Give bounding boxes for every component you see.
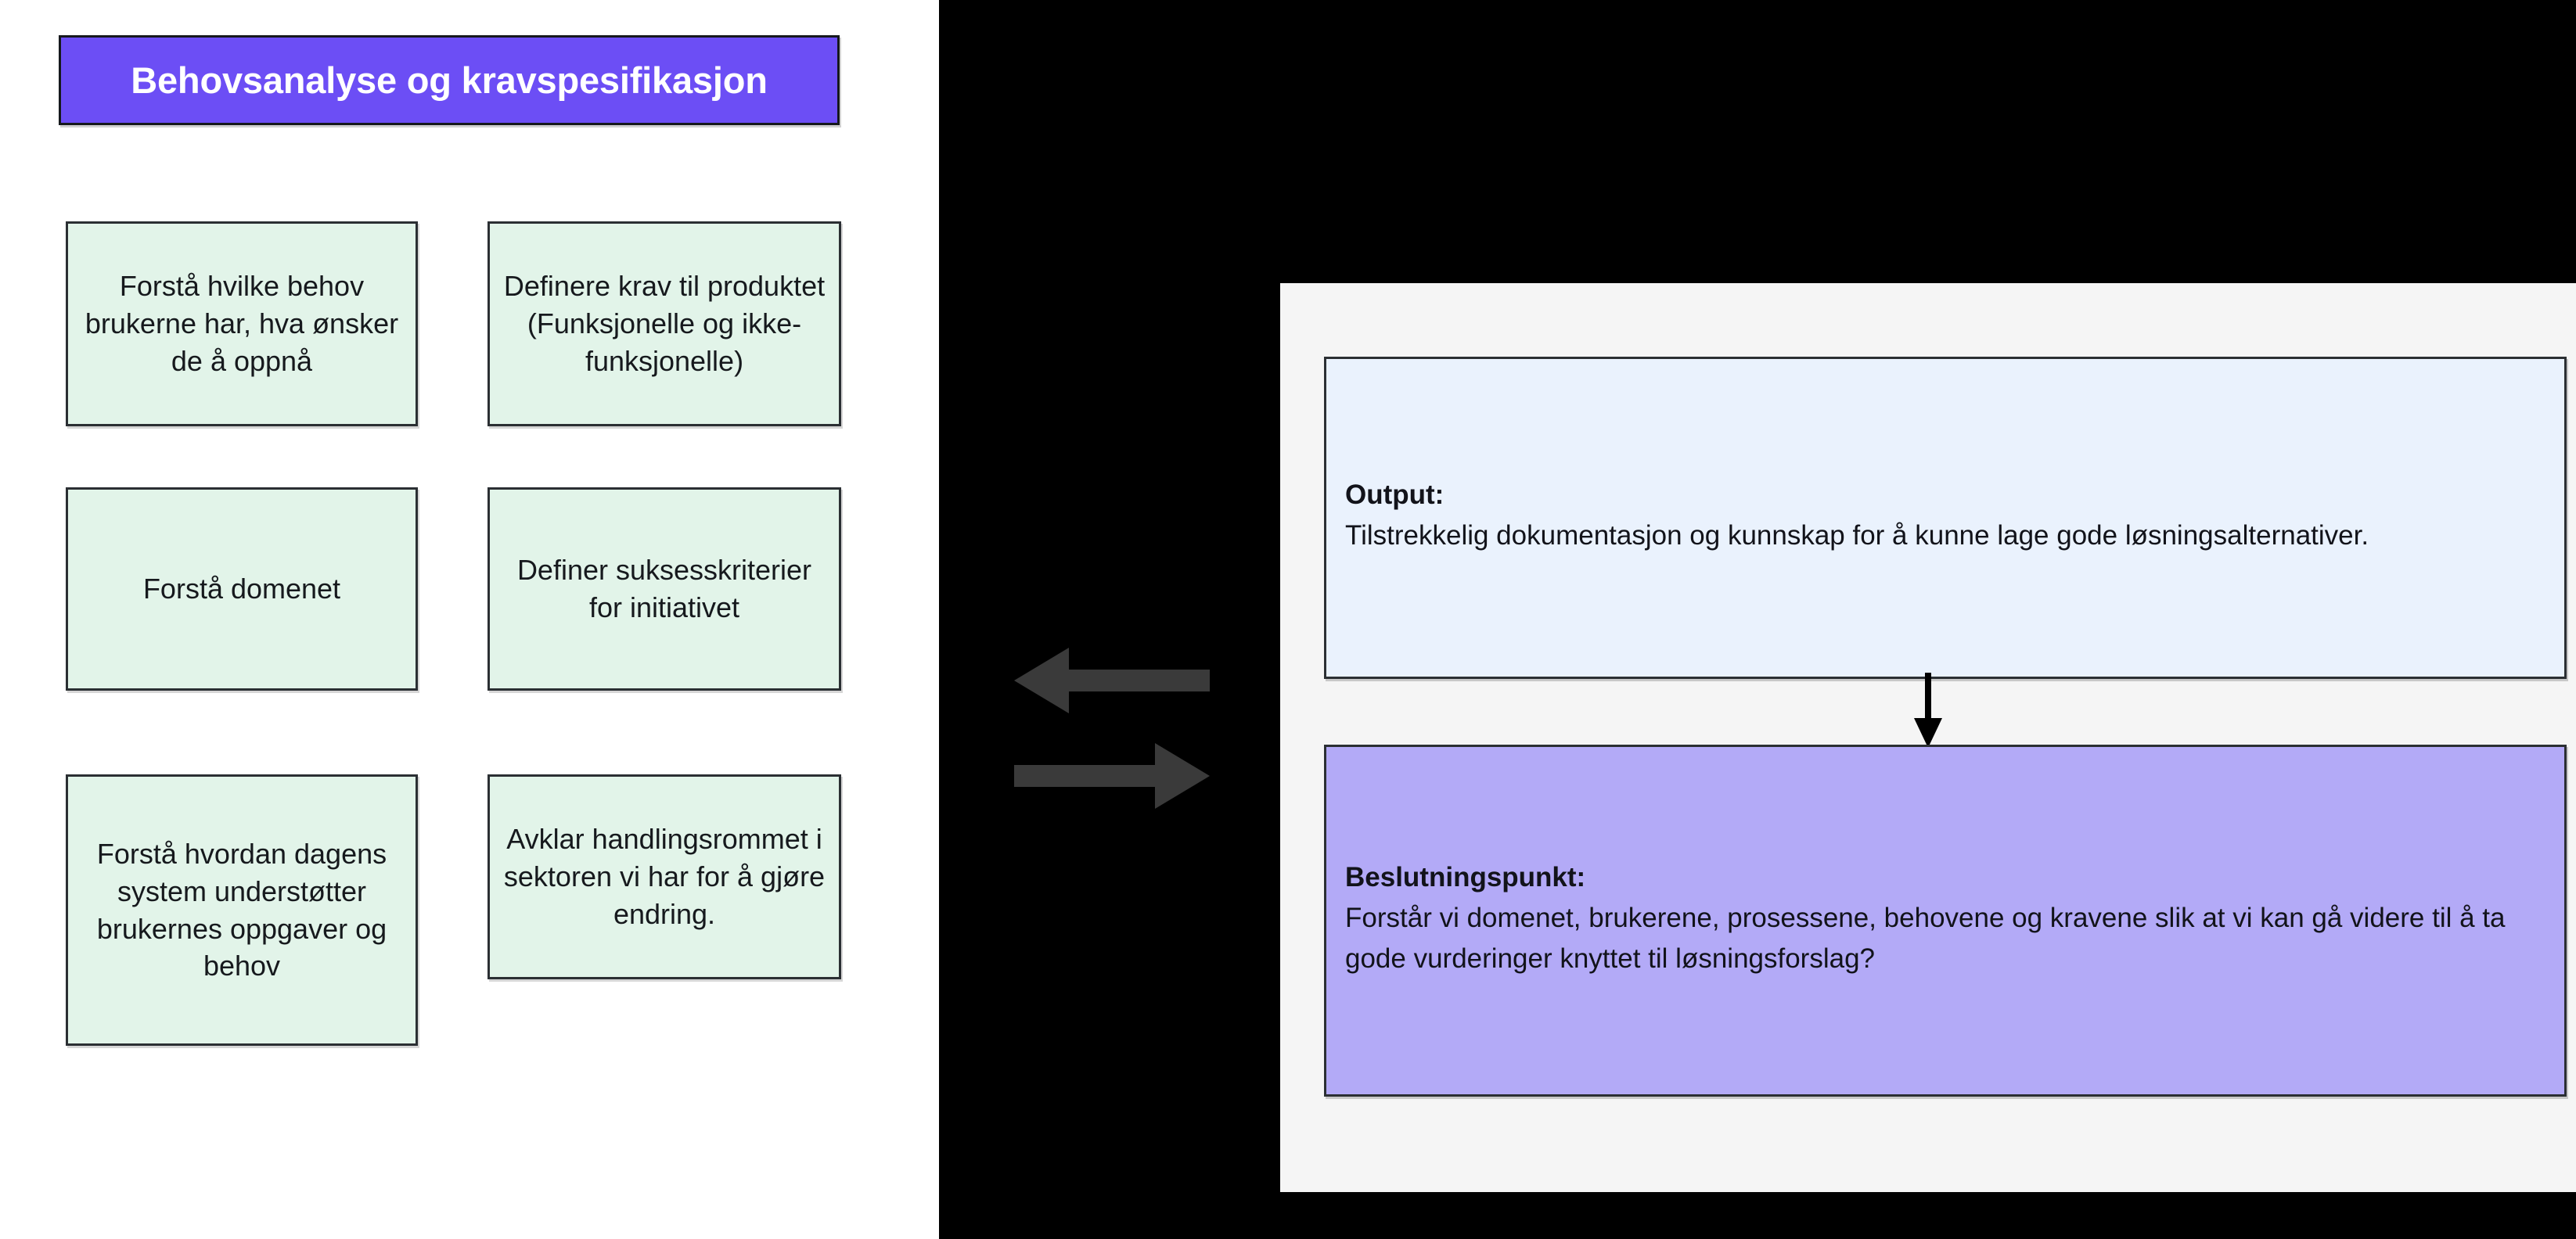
decision-heading: Beslutningspunkt:: [1345, 862, 1586, 893]
phase-title-label: Behovsanalyse og kravspesifikasjon: [131, 59, 768, 101]
arrow-down-icon: [1914, 673, 1942, 748]
task-box-forsta-hvilke-behov: Forstå hvilke behov brukerne har, hva øn…: [66, 221, 418, 426]
bidirectional-connector: [998, 641, 1249, 821]
output-heading: Output:: [1345, 479, 1445, 511]
task-label: Avklar handlingsrommet i sektoren vi har…: [503, 823, 826, 930]
task-box-definere-krav: Definere krav til produktet (Funksjonell…: [487, 221, 841, 426]
task-label: Forstå hvordan dagens system understøtte…: [96, 837, 387, 982]
phase-title-box: Behovsanalyse og kravspesifikasjon: [59, 35, 840, 125]
output-box: Output: Tilstrekkelig dokumentasjon og k…: [1324, 357, 2567, 679]
arrow-left-icon: [1014, 648, 1210, 713]
output-body: Tilstrekkelig dokumentasjon og kunnskap …: [1345, 520, 2369, 551]
task-label: Definere krav til produktet (Funksjonell…: [503, 270, 826, 377]
task-label: Forstå domenet: [142, 573, 341, 605]
task-box-definer-suksesskriterier: Definer suksesskriterier for initiativet: [487, 487, 841, 691]
decision-body: Forstår vi domenet, brukerene, prosessen…: [1345, 903, 2506, 974]
task-box-forsta-domenet: Forstå domenet: [66, 487, 418, 691]
arrow-down-connector: [1912, 673, 1944, 751]
output-decision-panel: Output: Tilstrekkelig dokumentasjon og k…: [1280, 283, 2576, 1192]
task-box-avklar-handlingsrom: Avklar handlingsrommet i sektoren vi har…: [487, 774, 841, 979]
task-box-forsta-dagens-system: Forstå hvordan dagens system understøtte…: [66, 774, 418, 1046]
decision-box: Beslutningspunkt: Forstår vi domenet, br…: [1324, 745, 2567, 1097]
arrow-right-icon: [1014, 743, 1210, 809]
task-label: Forstå hvilke behov brukerne har, hva øn…: [85, 270, 399, 377]
task-label: Definer suksesskriterier for initiativet: [516, 554, 812, 623]
